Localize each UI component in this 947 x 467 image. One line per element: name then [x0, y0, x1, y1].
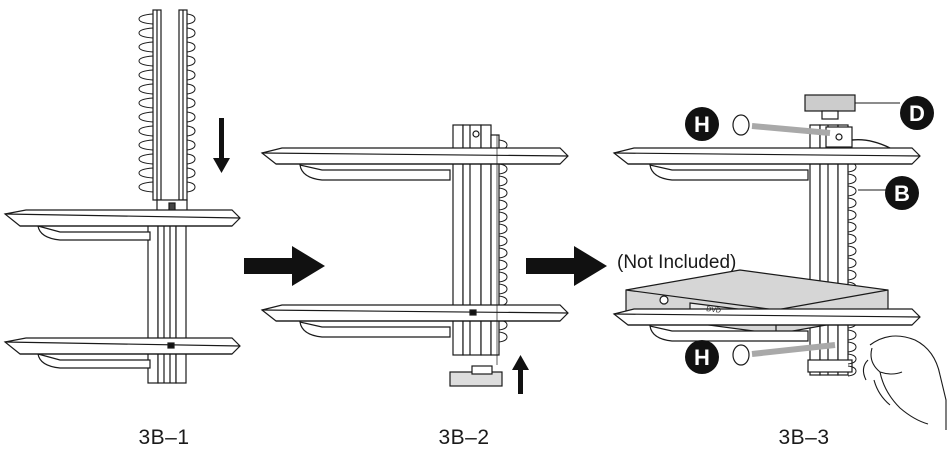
step-caption-3b-1: 3B–1 — [138, 426, 190, 449]
vertical-post — [147, 217, 187, 384]
leader-line — [751, 123, 831, 136]
callout-h-top: H — [685, 107, 719, 141]
device-label: DVD — [706, 306, 722, 315]
not-included-note: (Not Included) — [617, 252, 737, 273]
right-arrow-icon — [526, 246, 607, 286]
callout-b: B — [885, 176, 919, 210]
down-arrow-icon — [213, 118, 230, 173]
up-arrow-icon — [512, 355, 529, 394]
part-d-clip — [804, 94, 856, 120]
leader-line — [751, 342, 836, 357]
cable-cover-ribs — [847, 149, 857, 377]
panel-3b-1 — [3, 9, 241, 384]
glass-shelf-bottom — [260, 304, 569, 338]
svg-text:D: D — [909, 101, 925, 126]
glass-shelf-bottom — [3, 337, 241, 369]
callout-d: D — [900, 96, 934, 130]
svg-text:H: H — [694, 112, 710, 137]
cable-clip — [449, 365, 503, 387]
glass-shelf-top — [612, 147, 921, 181]
step-caption-3b-3: 3B–3 — [778, 426, 830, 449]
callout-h-bottom: H — [685, 340, 719, 374]
svg-text:H: H — [694, 345, 710, 370]
glass-shelf-top — [3, 209, 241, 241]
panel-3b-2 — [260, 124, 569, 394]
svg-text:B: B — [894, 181, 910, 206]
cable-cover-pole — [138, 9, 196, 201]
screw-cap — [732, 344, 750, 366]
bracket-clamp — [825, 126, 853, 148]
step-caption-3b-2: 3B–2 — [438, 426, 490, 449]
panel-3b-3 — [612, 94, 947, 430]
right-arrow-icon — [244, 246, 325, 286]
glass-shelf-bottom — [612, 308, 921, 342]
screw-cap — [732, 114, 750, 136]
hand-illustration — [862, 335, 947, 430]
glass-shelf-top — [260, 147, 569, 181]
